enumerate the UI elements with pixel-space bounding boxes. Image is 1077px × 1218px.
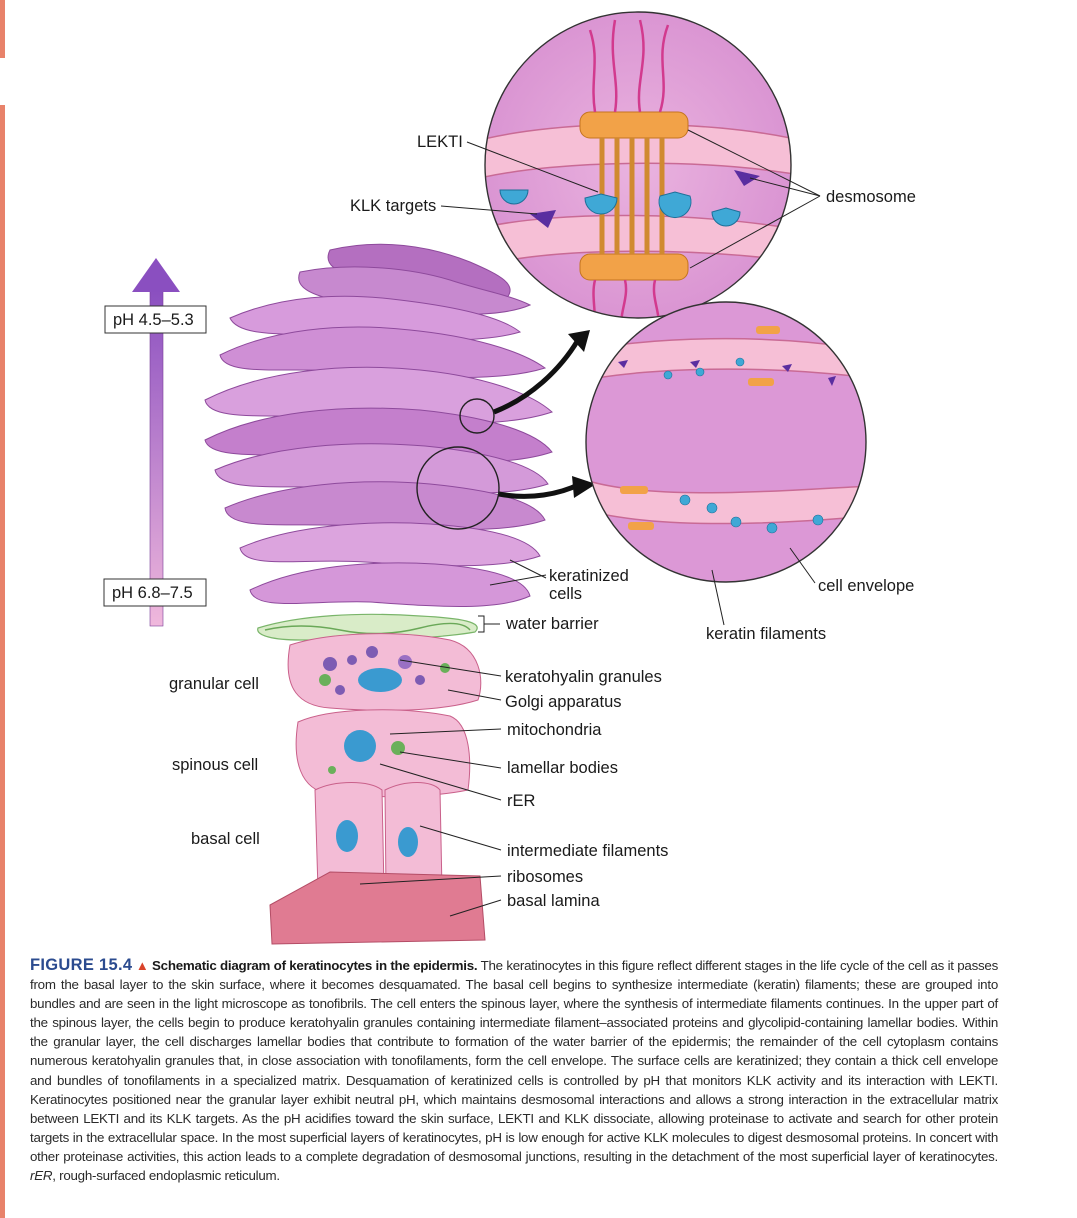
keratinized-cell-stack [204, 243, 553, 607]
keratinized-cells-label-line1: keratinized [549, 567, 629, 585]
water-barrier-label: water barrier [505, 615, 599, 633]
ribosomes-label: ribosomes [507, 868, 583, 886]
figure-number: FIGURE 15.4 [30, 956, 133, 974]
figure-marker-icon: ▲ [135, 958, 149, 973]
caption-abbrev-definition: , rough-surfaced endoplasmic reticulum. [52, 1168, 280, 1184]
keratinized-cells-label-line2: cells [549, 585, 582, 603]
zoom-desmosome-acidic-ph [585, 301, 867, 583]
leader-lines [359, 129, 821, 917]
keratinocyte-diagram: pH 4.5–5.3 pH 6.8–7.5 [103, 11, 916, 945]
granular-cell-shape [287, 633, 482, 711]
zoom-desmosome-neutral-ph [484, 11, 792, 319]
rer-label: rER [507, 792, 536, 810]
figure-caption: FIGURE 15.4 ▲ Schematic diagram of kerat… [30, 956, 998, 1185]
basal-lamina-label: basal lamina [507, 892, 600, 910]
magnifier-large-circle [416, 446, 500, 530]
ph-top-label: pH 4.5–5.3 [113, 311, 194, 329]
caption-abbrev: rER [30, 1168, 53, 1184]
desmosome-label: desmosome [826, 188, 916, 206]
keratohyalin-granules-label: keratohyalin granules [505, 668, 662, 686]
spinous-cell-label: spinous cell [172, 756, 258, 774]
caption-body: The keratinocytes in this figure reflect… [30, 958, 999, 1164]
spinous-cell-shape [295, 709, 471, 798]
magnifier-small-circle [459, 398, 495, 434]
mitochondria-label: mitochondria [507, 721, 602, 739]
page-edge-marker-top [0, 0, 5, 58]
basal-cell-label: basal cell [191, 830, 260, 848]
ph-top-box: pH 4.5–5.3 [104, 305, 207, 334]
figure-title: Schematic diagram of keratinocytes in th… [152, 958, 478, 973]
intermediate-filaments-label: intermediate filaments [507, 842, 668, 860]
page-edge-marker-bottom [0, 105, 5, 1218]
basal-lamina-shape [269, 871, 486, 945]
ph-bottom-box: pH 6.8–7.5 [103, 578, 207, 607]
granular-cell-label: granular cell [169, 675, 259, 693]
ph-bottom-label: pH 6.8–7.5 [112, 584, 193, 602]
keratin-filaments-label: keratin filaments [706, 625, 826, 643]
cell-envelope-label: cell envelope [818, 577, 914, 595]
lekti-label: LEKTI [417, 133, 463, 151]
golgi-apparatus-label: Golgi apparatus [505, 693, 622, 711]
klk-targets-label: KLK targets [350, 197, 436, 215]
zoom-arrow-top [493, 338, 581, 415]
lamellar-bodies-label: lamellar bodies [507, 759, 618, 777]
ph-gradient-arrow [132, 258, 180, 627]
